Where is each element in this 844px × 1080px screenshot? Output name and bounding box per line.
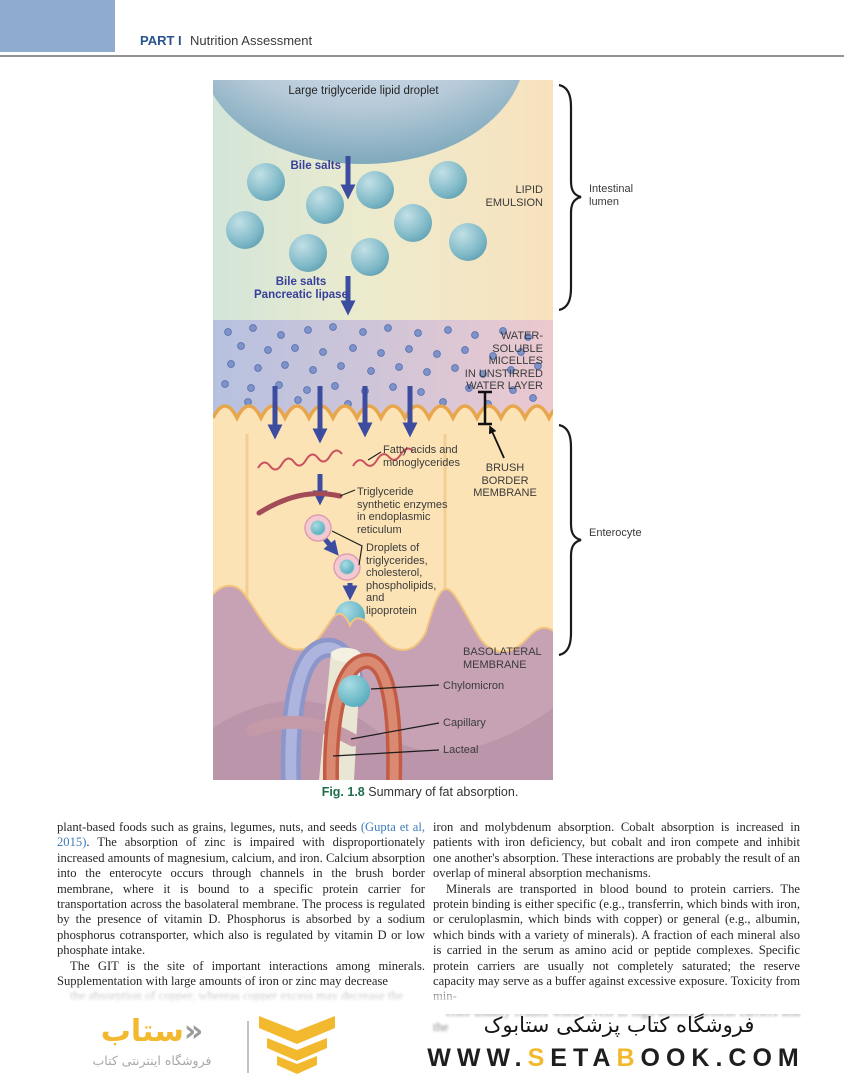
membrane-thickness-marker — [478, 390, 492, 426]
label-enterocyte: Enterocyte — [589, 527, 642, 539]
text-column-right: iron and molybdenum absorption. Cobalt a… — [433, 820, 800, 1036]
setabook-tagline: فروشگاه اینترنتی کتاب — [92, 1053, 212, 1068]
bottom-pointers — [332, 684, 440, 757]
chylomicron-sphere — [338, 675, 370, 707]
text-column-left: plant-based foods such as grains, legume… — [57, 820, 425, 1005]
citation-link-gupta[interactable]: (Gupta et al, 2015) — [57, 820, 426, 850]
label-large-droplet: Large triglyceride lipid droplet — [288, 85, 439, 97]
footer-store-name: فروشگاه کتاب پزشکی ستابوک — [483, 1013, 755, 1037]
fat-absorption-diagram — [213, 80, 553, 780]
intestinal-lumen-brace — [558, 83, 582, 312]
logo-divider — [247, 1021, 249, 1073]
label-capillary: Capillary — [443, 717, 486, 729]
paragraph: The GIT is the site of important interac… — [57, 959, 425, 1005]
tg-enzyme-strand — [256, 491, 343, 516]
micelle-dots — [221, 323, 542, 408]
paragraph: iron and molybdenum absorption. Cobalt a… — [433, 820, 800, 881]
faded-line: the absorption of copper, whereas copper… — [70, 989, 404, 1004]
running-head-part: PART I — [140, 33, 182, 48]
label-lipid-emulsion: LIPID EMULSION — [485, 184, 543, 209]
label-droplets: Droplets of triglycerides, cholesterol, … — [366, 542, 437, 617]
label-chylomicron: Chylomicron — [443, 680, 505, 692]
page-number-box — [0, 0, 115, 52]
figure-1-8: Large triglyceride lipid droplet Bile sa… — [213, 80, 653, 780]
label-tg-enzymes: Triglyceride synthetic enzymes in endopl… — [357, 486, 448, 536]
paragraph-text: . The absorption of zinc is impaired wit… — [57, 835, 425, 958]
droplets-pointer — [331, 530, 363, 566]
label-bile-salts: Bile salts — [290, 160, 342, 172]
footer-url-segment: S — [527, 1044, 551, 1072]
fatty-acids-pointer — [367, 451, 382, 461]
wordmark-kaf-glyph: « — [183, 1014, 204, 1049]
label-bile-salts-lipase: Bile salts Pancreatic lipase — [254, 276, 348, 301]
footer-url-segment: ETA — [550, 1044, 617, 1072]
enterocyte-brace — [558, 423, 582, 657]
label-intestinal-lumen: Intestinal lumen — [589, 183, 634, 208]
label-basolateral: BASOLATERAL MEMBRANE — [463, 646, 542, 671]
paragraph-text: Minerals are transported in blood bound … — [433, 881, 800, 1004]
flow-arrows — [267, 156, 418, 651]
header-rule — [0, 55, 844, 57]
lipid-emulsion-droplets — [226, 161, 487, 276]
lacteal-and-capillary-vessels — [246, 637, 403, 780]
annotation-braces — [558, 83, 582, 657]
figure-caption: Fig. 1.8 Summary of fat absorption. — [253, 785, 587, 799]
brush-border-pointer — [488, 425, 505, 459]
wordmark-text: ستاب — [100, 1014, 184, 1049]
footer-url[interactable]: WWW.SETABOOK.COM — [420, 1044, 812, 1073]
figure-caption-number: Fig. 1.8 — [321, 785, 365, 799]
paragraph-text: The GIT is the site of important interac… — [57, 958, 425, 989]
label-micelles: WATER- SOLUBLE MICELLES IN UNSTIRRED WAT… — [464, 330, 543, 393]
paragraph: plant-based foods such as grains, legume… — [57, 820, 425, 959]
page-number: 14 — [816, 31, 831, 46]
running-head-title: Nutrition Assessment — [190, 33, 313, 48]
label-fatty-acids: Fatty acids and monoglycerides — [383, 444, 461, 469]
label-lacteal: Lacteal — [443, 744, 479, 756]
setabook-wordmark[interactable]: «ستاب — [60, 1014, 244, 1049]
footer-url-segment: B — [616, 1044, 641, 1072]
label-brush-border: BRUSH BORDER MEMBRANE — [473, 462, 537, 500]
tg-enzyme-pointer — [339, 489, 356, 497]
large-lipid-droplet — [213, 80, 520, 164]
figure-caption-text: Summary of fat absorption. — [364, 785, 519, 799]
lipid-droplet-vesicles — [304, 514, 361, 581]
fatty-acid-squiggles — [257, 447, 414, 471]
paragraph-text: plant-based foods such as grains, legume… — [57, 820, 361, 834]
setabook-chevron-icon — [259, 1016, 335, 1074]
footer-url-segment: OOK.COM — [640, 1044, 805, 1072]
footer-url-segment: WWW. — [427, 1044, 528, 1072]
